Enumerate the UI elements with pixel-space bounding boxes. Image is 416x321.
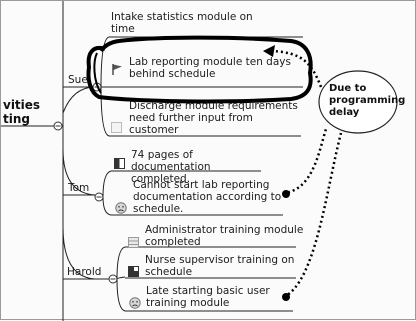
- task-administrator-training: Administrator training module completed: [145, 224, 304, 248]
- sad-face-icon: [129, 297, 141, 309]
- callout-delay-note: Due to programming delay: [329, 83, 406, 118]
- task-discharge-module: Discharge module requirements need furth…: [129, 100, 298, 136]
- grid-status-icon: [128, 237, 139, 248]
- task-intake-statistics: Intake statistics module on time: [111, 11, 253, 35]
- root-topic-line2: ting: [3, 112, 30, 126]
- task-lab-reporting-behind: Lab reporting module ten days behind sch…: [129, 56, 291, 80]
- half-progress-icon: [114, 158, 125, 169]
- root-topic-line1: vities: [3, 98, 41, 112]
- three-quarter-progress-icon: [128, 266, 139, 277]
- task-documentation-pages: 74 pages of documentation completed.: [131, 149, 211, 185]
- person-tom: Tom: [68, 182, 90, 194]
- person-sue: Sue: [68, 74, 88, 86]
- person-harold: Harold: [67, 266, 102, 278]
- task-status-blank-icon: [111, 122, 122, 133]
- sad-face-icon: [115, 202, 127, 214]
- task-nurse-supervisor-training: Nurse supervisor training on schedule: [145, 254, 295, 278]
- task-cannot-start-documentation: Cannot start lab reporting documentation…: [133, 179, 282, 215]
- task-basic-user-training: Late starting basic user training module: [146, 285, 270, 309]
- flag-icon: [112, 64, 122, 75]
